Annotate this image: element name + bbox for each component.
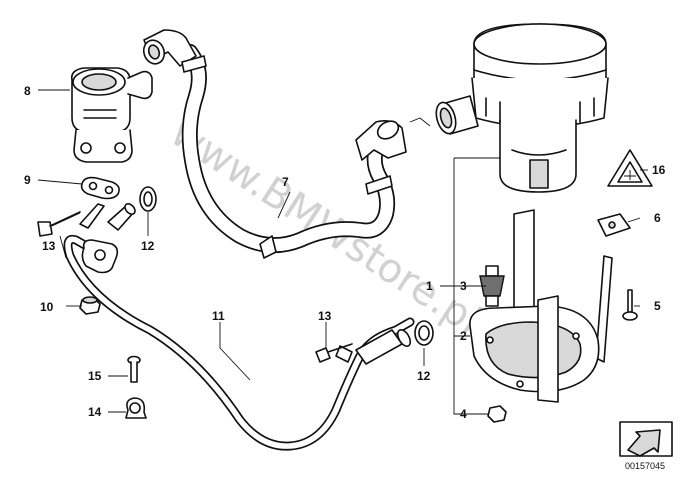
callout-10: 10: [40, 300, 54, 314]
leader-lines: [37, 89, 648, 415]
callout-15: 15: [88, 369, 102, 383]
callout-12-lower: 12: [417, 369, 431, 383]
part-8-valve: [70, 67, 153, 163]
callout-8: 8: [24, 84, 31, 98]
callout-6: 6: [654, 211, 661, 225]
part-10-nut: [79, 296, 101, 315]
part-15-bolt: [127, 355, 141, 383]
air-pump: [435, 23, 609, 193]
callout-12-upper: 12: [141, 239, 155, 253]
callouts: 8 9 12 13 10 7 11 13 12 15 14 1 3 2 4 5 …: [24, 84, 666, 421]
warning-triangle-icon: [607, 149, 653, 187]
part-1-bracket: [469, 209, 613, 403]
reference-number: 00157045: [625, 461, 665, 471]
callout-1: 1: [426, 279, 433, 293]
part-5-bolt: [622, 289, 638, 321]
callout-5: 5: [654, 299, 661, 313]
callout-16: 16: [652, 163, 666, 177]
part-7-hose: [142, 29, 407, 259]
part-6-clip-nut: [597, 213, 631, 237]
callout-7: 7: [282, 175, 289, 189]
part-9-gasket: [80, 176, 120, 200]
part-3-rubber-mount: [479, 265, 505, 307]
callout-13-left: 13: [42, 239, 56, 253]
callout-11: 11: [212, 309, 225, 323]
arrow-direction-icon: [619, 421, 673, 457]
callout-13-middle: 13: [318, 309, 332, 323]
part-12-seal-ring-lower: [414, 320, 434, 346]
callout-14: 14: [88, 405, 102, 419]
part-13-bolt-left: [37, 211, 81, 237]
part-14-clamp: [125, 397, 147, 419]
callout-3: 3: [460, 279, 467, 293]
callout-4: 4: [460, 407, 467, 421]
part-12-seal-ring-upper: [139, 186, 157, 212]
part-11-pipe: [63, 202, 415, 451]
part-13-bolt-middle: [315, 343, 353, 363]
part-4-nut: [487, 405, 507, 423]
callout-2: 2: [460, 329, 467, 343]
callout-9: 9: [24, 173, 31, 187]
